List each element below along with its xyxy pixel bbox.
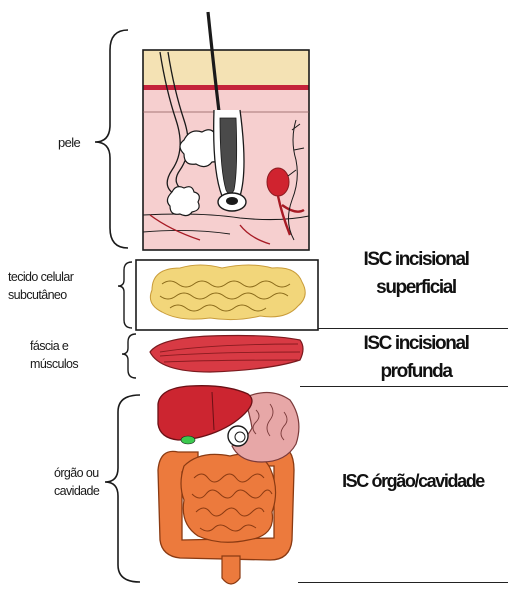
divider-profunda-orgao — [300, 386, 508, 387]
brace-fascia-musculos — [122, 334, 136, 378]
brace-pele — [95, 30, 128, 248]
rectum — [222, 556, 240, 584]
fat-tissue — [150, 265, 305, 320]
abdominal-organs — [158, 386, 299, 584]
category-incisional-superficial: ISC incisional superficial — [336, 246, 496, 301]
arrector-pili-muscle — [267, 168, 289, 196]
gallbladder — [181, 436, 195, 444]
skin-block — [143, 12, 309, 250]
label-pele: pele — [58, 134, 80, 153]
brace-orgao-cavidade — [105, 395, 140, 582]
category-orgao-cavidade: ISC órgão/cavidade — [318, 468, 508, 494]
brace-tecido-subcutaneo — [118, 262, 132, 328]
label-orgao-cavidade: órgão ou cavidade — [54, 464, 99, 500]
muscle-body — [150, 336, 303, 373]
muscle — [150, 336, 303, 373]
subcutaneous-fat-block — [136, 260, 318, 330]
divider-superficial-profunda — [318, 328, 508, 329]
divider-bottom — [298, 582, 508, 583]
label-fascia-musculos: fáscia e músculos — [30, 337, 78, 373]
category-incisional-profunda: ISC incisional profunda — [336, 330, 496, 385]
label-tecido-subcutaneo: tecido celular subcutâneo — [8, 268, 73, 304]
